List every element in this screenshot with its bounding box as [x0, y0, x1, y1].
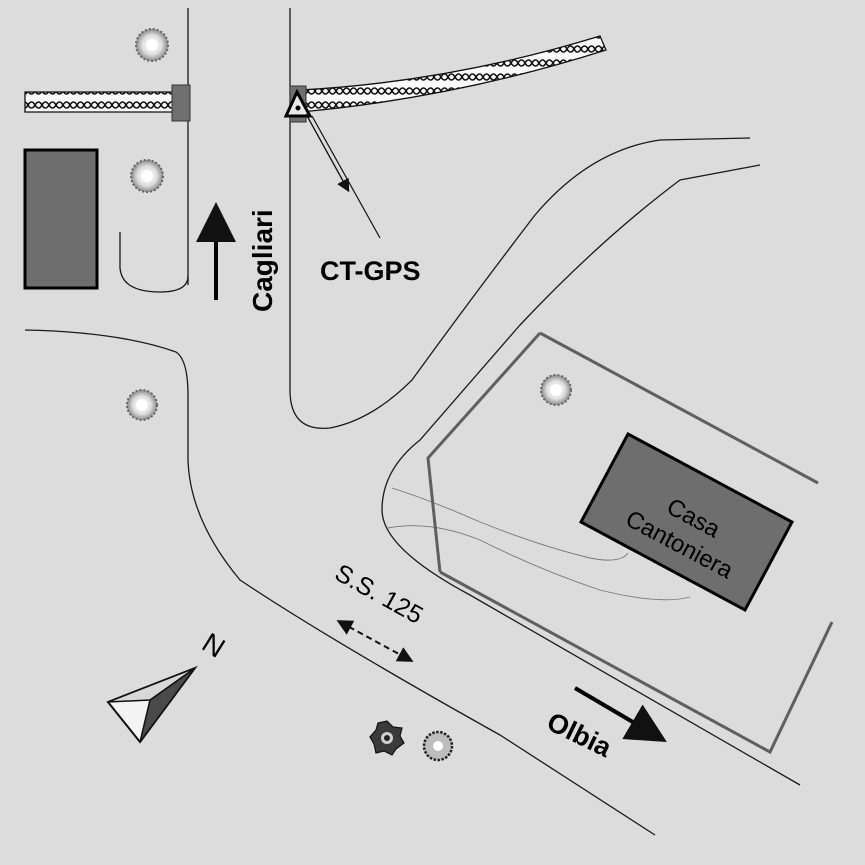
fence-top	[539, 331, 819, 485]
ct-gps-leader-line	[311, 115, 381, 239]
side-road-loop	[119, 232, 189, 293]
tree-icon	[540, 374, 572, 406]
tree-icon	[369, 720, 405, 756]
tree-icon	[422, 730, 454, 762]
fence-south-east	[439, 570, 834, 755]
cagliari-label: Cagliari	[247, 209, 278, 312]
trees	[126, 28, 572, 762]
building-left	[23, 148, 99, 290]
triangle-marker-icon	[283, 88, 313, 118]
arrow-icon	[573, 686, 667, 743]
road-ss125-north-edge	[381, 164, 801, 786]
cagliari-direction: Cagliari	[196, 202, 278, 312]
ct-gps-label: CT-GPS	[320, 256, 421, 286]
ss125-bidirectional-arrow	[336, 620, 414, 662]
railway-left	[24, 91, 176, 113]
tree-icon	[130, 159, 164, 193]
fence-west	[426, 331, 542, 573]
tree-icon	[126, 389, 158, 421]
casa-cantoniera-building	[578, 431, 795, 613]
ct-gps-pointer-arrow	[305, 113, 350, 193]
ct-gps-marker: CT-GPS	[283, 88, 421, 286]
railways	[24, 35, 607, 123]
tree-icon	[135, 28, 169, 62]
road-curve-inner-edge	[289, 137, 751, 429]
railway-right	[299, 35, 607, 113]
crossing-gate-left	[171, 84, 191, 122]
